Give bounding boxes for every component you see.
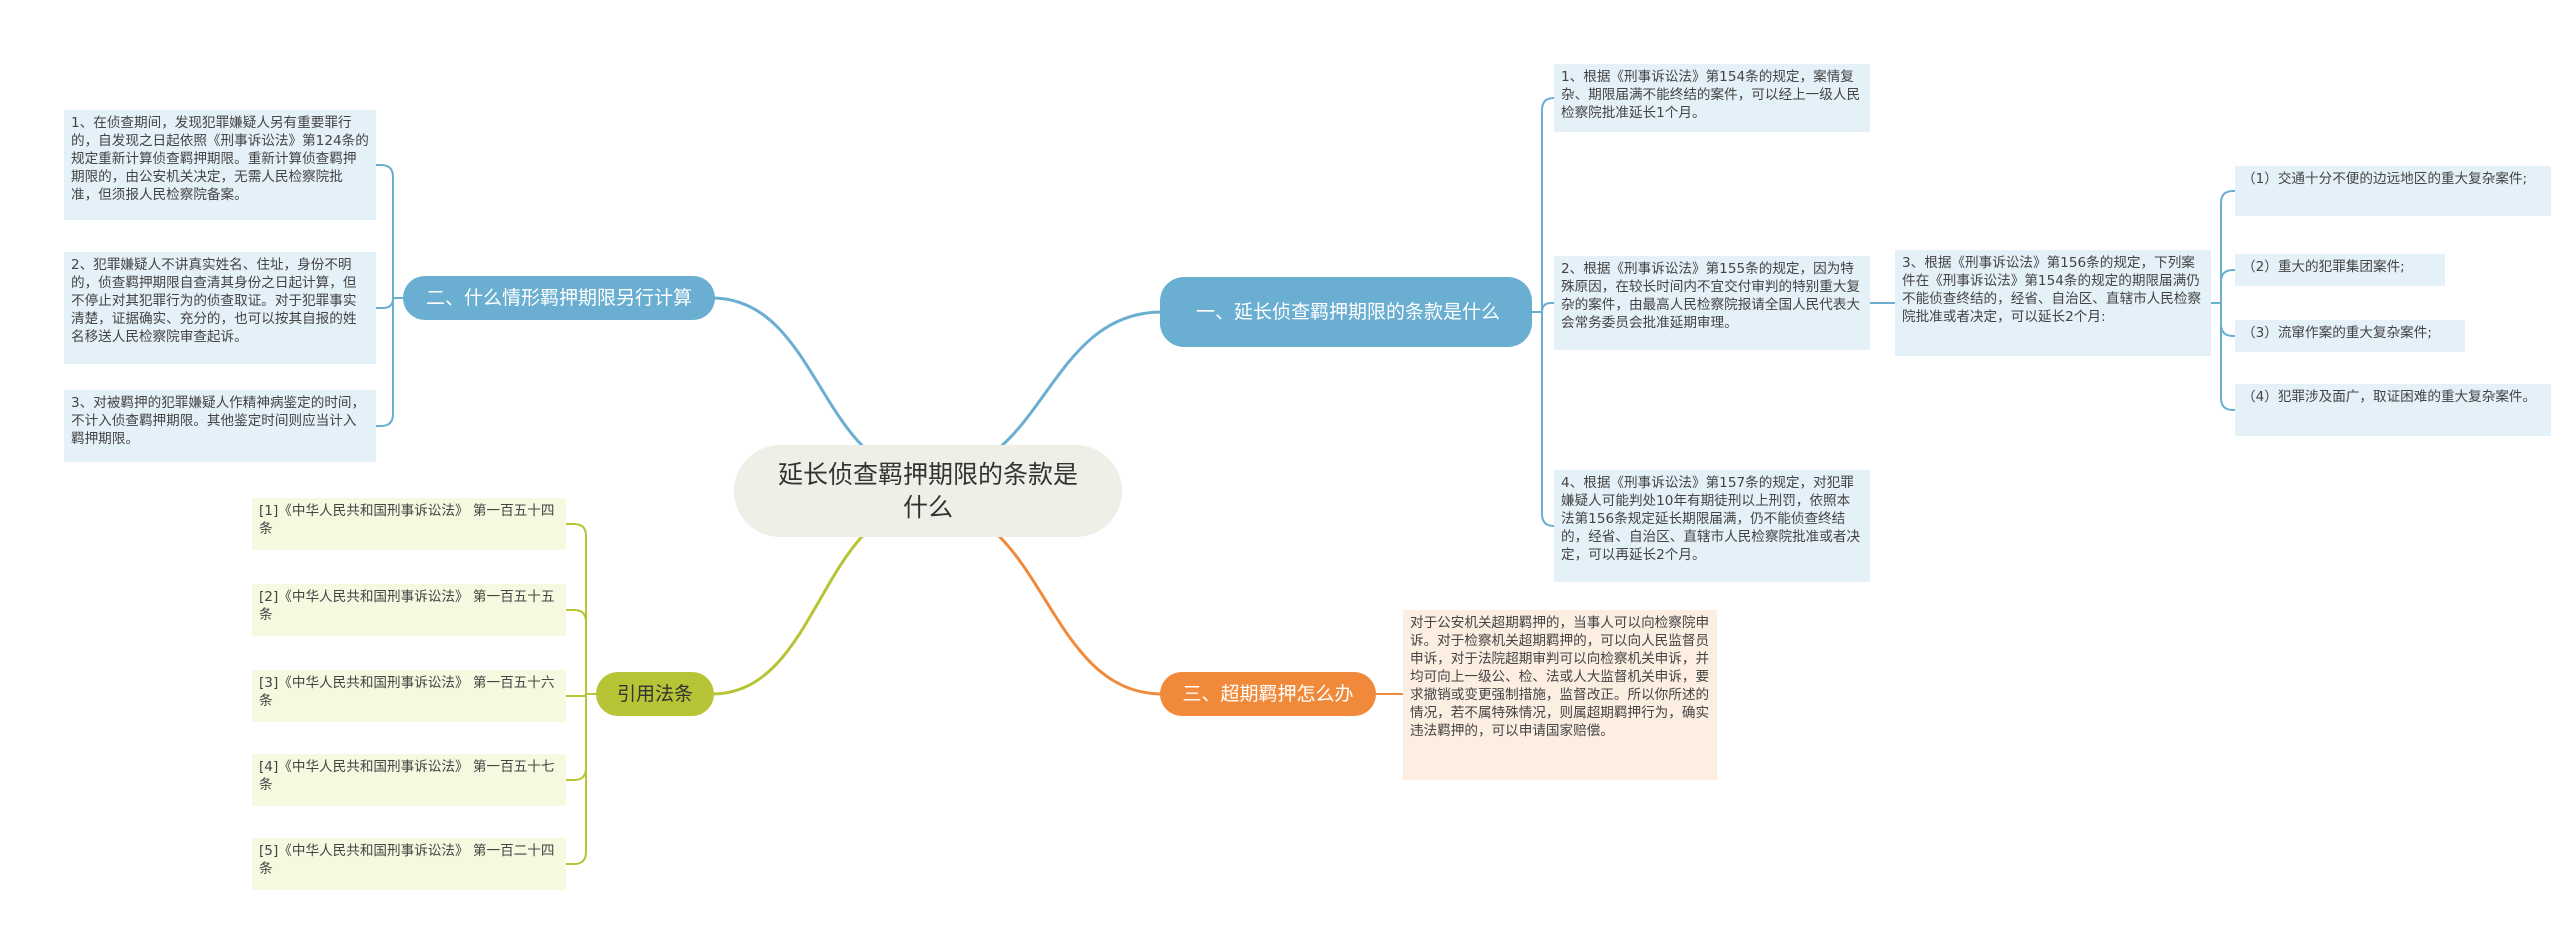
branch-extension-clauses[interactable]: 一、延长侦查羁押期限的条款是什么: [1160, 277, 1532, 347]
leaf-case-roving: （3）流窜作案的重大复杂案件;: [2235, 320, 2465, 352]
branch-extension-clauses-label: 一、延长侦查羁押期限的条款是什么: [1196, 300, 1501, 323]
branch-cited-articles[interactable]: 引用法条: [596, 672, 714, 716]
leaf-citation-157-text: [4]《中华人民共和国刑事诉讼法》 第一百五十七条: [259, 759, 555, 793]
leaf-article-157: 4、根据《刑事诉讼法》第157条的规定，对犯罪嫌疑人可能判处10年有期徒刑以上刑…: [1554, 470, 1870, 582]
b1-connector-0: [1532, 97, 1555, 313]
b4-connector-1: [566, 609, 596, 695]
leaf-case-crime-group: （2）重大的犯罪集团案件;: [2235, 254, 2445, 286]
leaf-citation-155: [2]《中华人民共和国刑事诉讼法》 第一百五十五条: [252, 584, 566, 636]
leaf-citation-124: [5]《中华人民共和国刑事诉讼法》 第一百二十四条: [252, 838, 566, 890]
leaf-article-155: 2、根据《刑事诉讼法》第155条的规定，因为特殊原因，在较长时间内不宜交付审判的…: [1554, 256, 1870, 350]
b1sub-connector-3: [2211, 302, 2235, 411]
leaf-unknown-identity-text: 2、犯罪嫌疑人不讲真实姓名、住址，身份不明的，侦查羁押期限自查清其身份之日起计算…: [71, 257, 357, 345]
leaf-overdue-remedy-text: 对于公安机关超期羁押的，当事人可以向检察院申诉。对于检察机关超期羁押的，可以向人…: [1410, 615, 1710, 739]
leaf-overdue-remedy: 对于公安机关超期羁押的，当事人可以向检察院申诉。对于检察机关超期羁押的，可以向人…: [1403, 610, 1717, 780]
leaf-citation-155-text: [2]《中华人民共和国刑事诉讼法》 第一百五十五条: [259, 589, 555, 623]
leaf-case-wide-text: （4）犯罪涉及面广，取证困难的重大复杂案件。: [2242, 389, 2537, 405]
leaf-unknown-identity: 2、犯罪嫌疑人不讲真实姓名、住址，身份不明的，侦查羁押期限自查清其身份之日起计算…: [64, 252, 376, 364]
b1-connector-2: [1532, 311, 1555, 527]
root-topic[interactable]: 延长侦查羁押期限的条款是什么: [734, 445, 1122, 537]
leaf-article-155-text: 2、根据《刑事诉讼法》第155条的规定，因为特殊原因，在较长时间内不宜交付审判的…: [1561, 261, 1861, 331]
b1sub-connector-1: [2211, 269, 2235, 304]
leaf-citation-154-text: [1]《中华人民共和国刑事诉讼法》 第一百五十四条: [259, 503, 555, 537]
b4-connector-0: [566, 523, 596, 695]
leaf-citation-154: [1]《中华人民共和国刑事诉讼法》 第一百五十四条: [252, 498, 566, 550]
branch-overdue-detention-label: 三、超期羁押怎么办: [1182, 682, 1354, 705]
leaf-article-154-text: 1、根据《刑事诉讼法》第154条的规定，案情复杂、期限届满不能终结的案件，可以经…: [1561, 69, 1861, 121]
leaf-article-157-text: 4、根据《刑事诉讼法》第157条的规定，对犯罪嫌疑人可能判处10年有期徒刑以上刑…: [1561, 475, 1861, 563]
leaf-case-crime-group-text: （2）重大的犯罪集团案件;: [2242, 259, 2405, 275]
root-topic-label: 延长侦查羁押期限的条款是什么: [777, 460, 1078, 522]
leaf-case-remote-text: （1）交通十分不便的边远地区的重大复杂案件;: [2242, 171, 2528, 187]
leaf-mental-appraisal-text: 3、对被羁押的犯罪嫌疑人作精神病鉴定的时间，不计入侦查羁押期限。其他鉴定时间则应…: [71, 395, 366, 447]
b2-connector-0: [376, 164, 403, 299]
b1sub-connector-2: [2211, 302, 2235, 337]
leaf-article-156-text: 3、根据《刑事诉讼法》第156条的规定，下列案件在《刑事诉讼法》第154条的规定…: [1902, 255, 2202, 325]
b2-connector-1: [376, 297, 403, 309]
leaf-citation-124-text: [5]《中华人民共和国刑事诉讼法》 第一百二十四条: [259, 843, 555, 877]
branch-separate-calculation-label: 二、什么情形羁押期限另行计算: [425, 286, 692, 309]
leaf-case-wide: （4）犯罪涉及面广，取证困难的重大复杂案件。: [2235, 384, 2551, 436]
b4-connector-3: [566, 693, 596, 781]
leaf-case-roving-text: （3）流窜作案的重大复杂案件;: [2242, 325, 2432, 341]
leaf-new-crime-text: 1、在侦查期间，发现犯罪嫌疑人另有重要罪行的，自发现之日起依照《刑事诉讼法》第1…: [71, 115, 369, 203]
branch-cited-articles-label: 引用法条: [616, 682, 693, 705]
leaf-new-crime: 1、在侦查期间，发现犯罪嫌疑人另有重要罪行的，自发现之日起依照《刑事诉讼法》第1…: [64, 110, 376, 220]
b4-connector-4: [566, 693, 596, 865]
leaf-citation-157: [4]《中华人民共和国刑事诉讼法》 第一百五十七条: [252, 754, 566, 806]
branch-separate-calculation[interactable]: 二、什么情形羁押期限另行计算: [403, 276, 715, 320]
leaf-case-remote: （1）交通十分不便的边远地区的重大复杂案件;: [2235, 166, 2551, 216]
leaf-citation-156-text: [3]《中华人民共和国刑事诉讼法》 第一百五十六条: [259, 675, 555, 709]
leaf-article-156: 3、根据《刑事诉讼法》第156条的规定，下列案件在《刑事诉讼法》第154条的规定…: [1895, 250, 2211, 356]
leaf-mental-appraisal: 3、对被羁押的犯罪嫌疑人作精神病鉴定的时间，不计入侦查羁押期限。其他鉴定时间则应…: [64, 390, 376, 462]
b2-connector-2: [376, 297, 403, 427]
leaf-article-154: 1、根据《刑事诉讼法》第154条的规定，案情复杂、期限届满不能终结的案件，可以经…: [1554, 64, 1870, 132]
branch-overdue-detention[interactable]: 三、超期羁押怎么办: [1160, 672, 1376, 716]
b1sub-connector-0: [2211, 190, 2235, 304]
leaf-citation-156: [3]《中华人民共和国刑事诉讼法》 第一百五十六条: [252, 670, 566, 722]
